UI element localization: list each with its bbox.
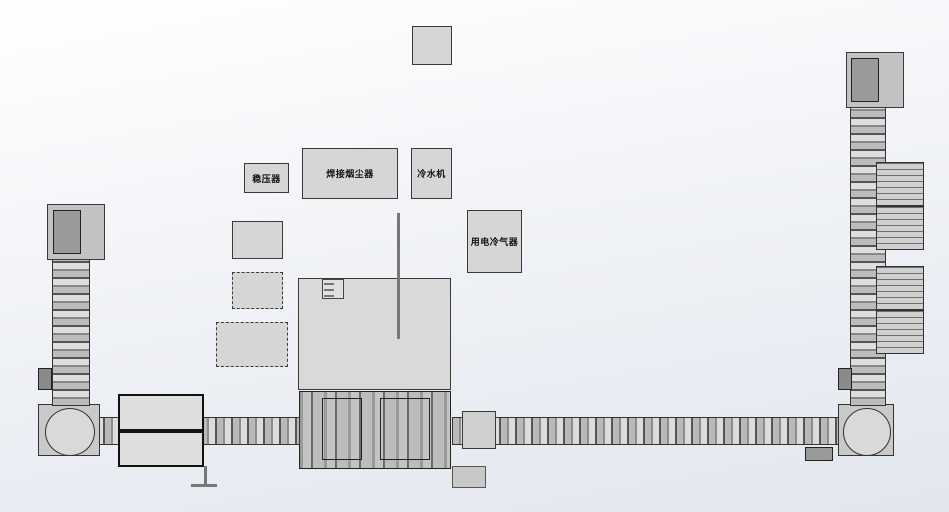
bottom-left-stand <box>191 484 217 487</box>
left-vertical-conveyor <box>52 258 90 406</box>
fixture-bar-2 <box>324 289 334 291</box>
welding-enclosure <box>298 278 451 390</box>
left-turntable <box>38 404 100 456</box>
station-frame-1 <box>322 398 362 460</box>
bottom-left-post <box>204 466 207 484</box>
voltage-regulator: 稳压器 <box>244 163 289 193</box>
voltage-regulator-label: 稳压器 <box>252 174 281 185</box>
left-cabinet-bottom <box>118 431 204 467</box>
left-side-unit <box>38 368 52 390</box>
welding-fume-filter-label: 焊接烟尘器 <box>326 170 374 180</box>
control-box-1 <box>232 221 283 259</box>
water-chiller-label: 冷水机 <box>417 170 446 180</box>
right-turntable <box>838 404 894 456</box>
water-chiller: 冷水机 <box>411 148 452 199</box>
left-lift-motor <box>53 210 81 254</box>
conveyor-gate <box>462 411 496 449</box>
vertical-pipe <box>397 213 400 339</box>
bottom-center-cart <box>452 466 486 488</box>
fixture-bar-1 <box>324 283 334 285</box>
right-rack-2 <box>876 206 924 250</box>
right-lift-motor <box>851 58 879 102</box>
welding-fume-filter: 焊接烟尘器 <box>302 148 398 199</box>
right-rack-3 <box>876 266 924 310</box>
right-rack-1 <box>876 162 924 206</box>
right-rack-4 <box>876 310 924 354</box>
station-frame-2 <box>380 398 430 460</box>
right-vertical-conveyor <box>850 106 886 406</box>
top-cabinet <box>412 26 452 65</box>
cooling-unit-label: 用电冷气器 <box>470 238 519 248</box>
bottom-right-unit <box>805 447 833 461</box>
control-box-3 <box>216 322 288 367</box>
control-box-2 <box>232 272 283 309</box>
right-side-unit <box>838 368 852 390</box>
cooling-unit: 用电冷气器 <box>467 210 522 273</box>
fixture-bar-3 <box>324 295 334 297</box>
welding-station <box>299 391 451 469</box>
conveyor-right-segment <box>452 417 892 445</box>
left-cabinet-top <box>118 394 204 431</box>
